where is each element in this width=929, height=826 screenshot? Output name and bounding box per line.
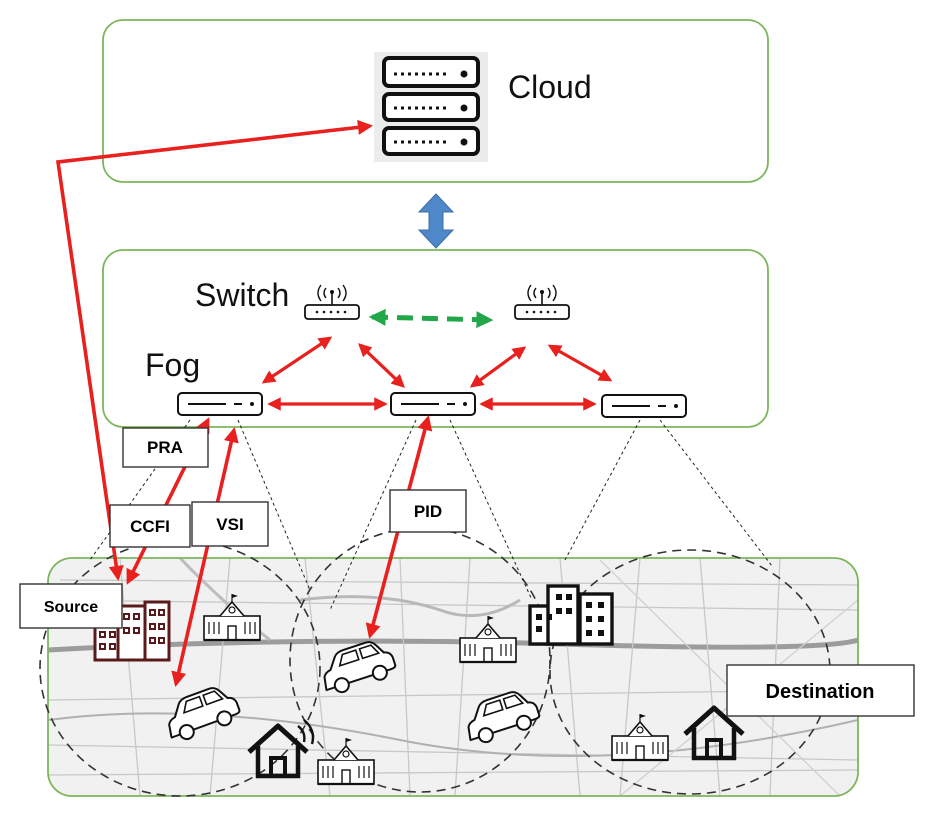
- pra-tag-text: PRA: [147, 438, 183, 457]
- destination-tag-text: Destination: [766, 681, 875, 703]
- vsi-tag: VSI: [191, 501, 269, 547]
- cloud-label: Cloud: [508, 69, 592, 105]
- fog-link-switch2-right: [547, 344, 613, 382]
- source-tag: Source: [19, 583, 123, 629]
- source-tag-text: Source: [44, 599, 98, 616]
- fog-link-middle-switch2: [469, 346, 527, 388]
- fog-node-left-icon: [177, 392, 263, 416]
- cloud-fog-link-arrow: [417, 193, 455, 249]
- vsi-tag-text: VSI: [216, 515, 243, 534]
- cloud-server-icon: [374, 52, 488, 162]
- building-icon-downtown: [528, 584, 614, 646]
- ccfi-tag: CCFI: [109, 504, 191, 548]
- pid-tag: PID: [389, 489, 467, 533]
- ccfi-tag-text: CCFI: [130, 517, 170, 536]
- fog-node-right-icon: [601, 394, 687, 418]
- smart-house-icon: [249, 719, 315, 776]
- fog-node-middle-icon: [390, 392, 476, 416]
- pra-tag: PRA: [122, 427, 209, 468]
- switch-label: Switch: [195, 277, 289, 313]
- fog-label: Fog: [145, 347, 200, 383]
- source-to-cloud-arrow: [55, 119, 374, 581]
- pid-tag-text: PID: [414, 502, 442, 521]
- switch-to-switch-link: [368, 308, 494, 329]
- vsi-arrow: [171, 427, 239, 687]
- destination-tag: Destination: [726, 664, 915, 717]
